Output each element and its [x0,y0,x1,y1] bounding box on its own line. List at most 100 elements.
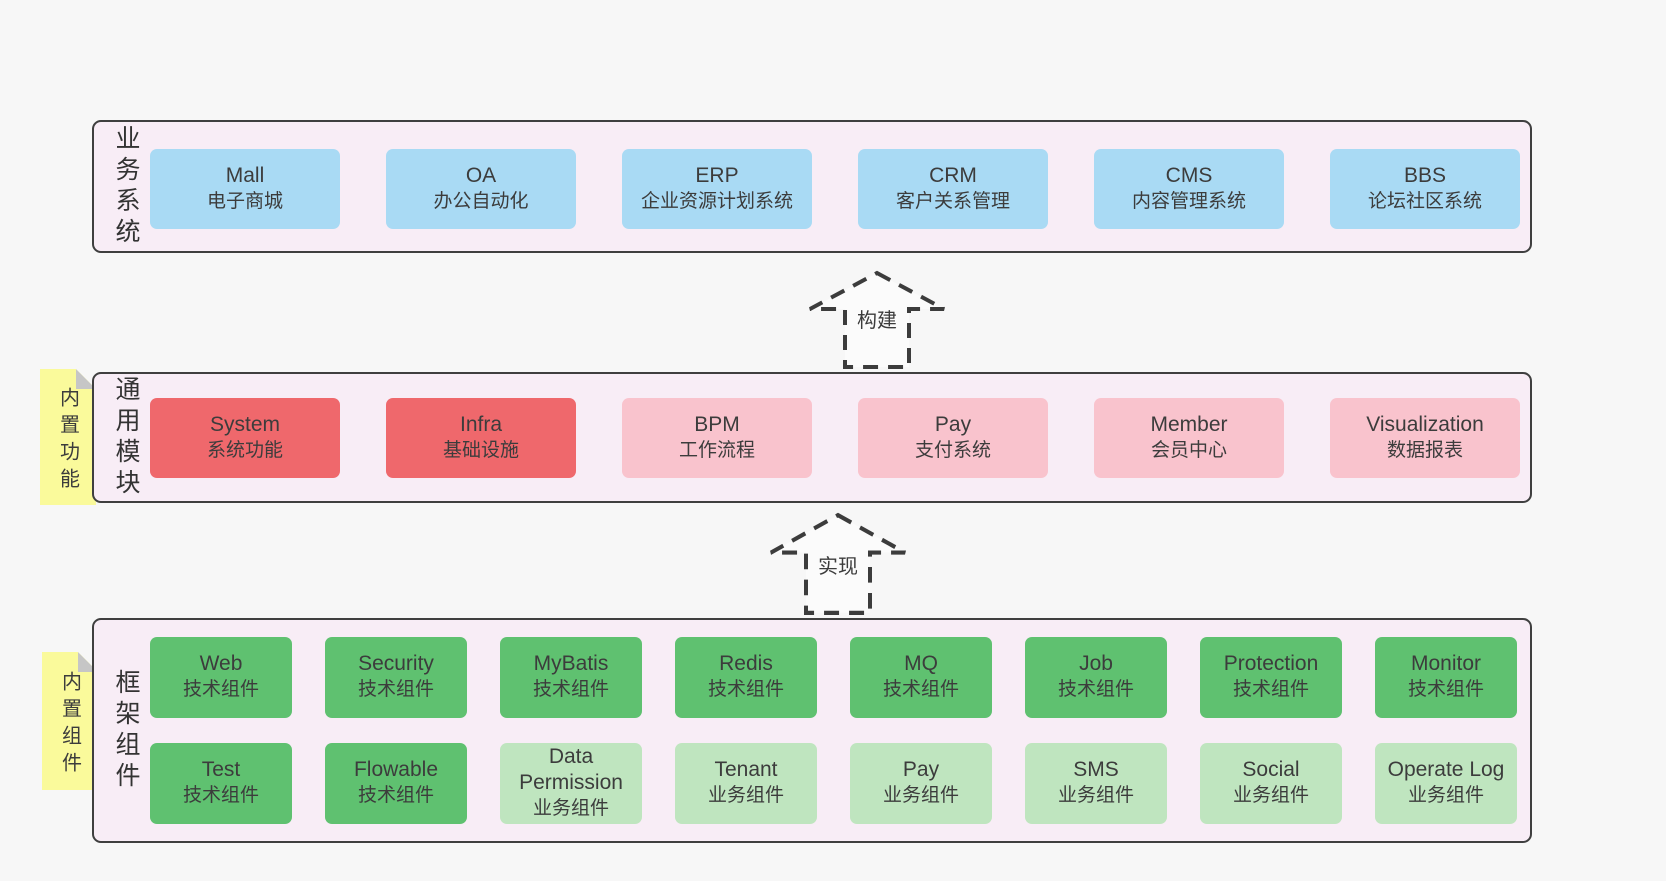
framework-box-row-2: Test 技术组件 Flowable 技术组件 Data Permission … [150,743,1517,824]
business-box-row: Mall 电子商城 OA 办公自动化 ERP 企业资源计划系统 CRM 客户关系… [150,149,1520,229]
box-title: Data Permission [519,744,623,795]
box-visualization: Visualization 数据报表 [1330,398,1520,478]
box-title: Mall [225,163,265,187]
box-mybatis: MyBatis 技术组件 [500,637,642,718]
box-subtitle: 业务组件 [882,785,959,807]
box-subtitle: 技术组件 [182,785,259,807]
box-title: Test [201,758,241,782]
box-subtitle: 支付系统 [914,439,991,461]
box-title: MQ [904,652,938,676]
box-title: Monitor [1410,652,1482,676]
box-subtitle: 技术组件 [707,679,784,701]
box-mq: MQ 技术组件 [850,637,992,718]
box-cms: CMS 内容管理系统 [1094,149,1284,229]
box-subtitle: 内容管理系统 [1131,190,1246,212]
box-job: Job 技术组件 [1025,637,1167,718]
box-subtitle: 技术组件 [1232,679,1309,701]
box-subtitle: 客户关系管理 [895,190,1010,212]
box-title: Job [1079,652,1113,676]
box-subtitle: 电子商城 [206,190,283,212]
arrow-implement: 实现 [768,512,908,616]
box-title: OA [465,163,497,187]
box-data-permission: Data Permission 业务组件 [500,743,642,824]
box-title: Member [1150,412,1228,436]
box-erp: ERP 企业资源计划系统 [622,149,812,229]
arrow-build-label: 构建 [854,304,900,333]
box-subtitle: 论坛社区系统 [1367,190,1482,212]
box-title: Redis [719,652,773,676]
box-subtitle: 技术组件 [1057,679,1134,701]
box-subtitle: 会员中心 [1150,439,1227,461]
box-bbs: BBS 论坛社区系统 [1330,149,1520,229]
box-subtitle: 业务组件 [1057,785,1134,807]
box-subtitle: 业务组件 [532,798,609,820]
sticky-note-label: 内置功能 [56,387,79,496]
sticky-note-builtin-features: 内置功能 [40,369,96,505]
box-test: Test 技术组件 [150,743,292,824]
box-subtitle: 业务组件 [1407,785,1484,807]
box-title: Tenant [714,758,778,782]
box-redis: Redis 技术组件 [675,637,817,718]
band-label: 业务系统 [112,124,140,249]
box-subtitle: 办公自动化 [433,190,529,212]
box-tenant: Tenant 业务组件 [675,743,817,824]
box-operate-log: Operate Log 业务组件 [1375,743,1517,824]
band-common-modules: 通用模块 System 系统功能 Infra 基础设施 BPM 工作流程 Pay… [92,372,1532,503]
box-subtitle: 工作流程 [678,439,755,461]
box-bpm: BPM 工作流程 [622,398,812,478]
box-sms: SMS 业务组件 [1025,743,1167,824]
box-subtitle: 系统功能 [206,439,283,461]
band-label: 通用模块 [112,375,140,500]
box-pay-business: Pay 业务组件 [850,743,992,824]
box-title: Web [199,652,243,676]
sticky-note-label: 内置组件 [58,671,81,780]
box-subtitle: 业务组件 [1232,785,1309,807]
box-title: Pay [934,412,972,436]
box-system: System 系统功能 [150,398,340,478]
band-framework-components: 框架组件 Web 技术组件 Security 技术组件 MyBatis 技术组件… [92,618,1532,843]
box-title: SMS [1073,758,1119,782]
box-subtitle: 技术组件 [1407,679,1484,701]
box-title: Infra [459,412,503,436]
box-subtitle: 技术组件 [882,679,959,701]
box-title: Protection [1223,652,1319,676]
band-label: 框架组件 [112,668,140,793]
box-subtitle: 技术组件 [357,785,434,807]
arrow-build: 构建 [807,270,947,370]
box-subtitle: 技术组件 [532,679,609,701]
box-protection: Protection 技术组件 [1200,637,1342,718]
box-title: MyBatis [533,652,609,676]
box-title: BPM [694,412,740,436]
box-title: Security [358,652,434,676]
box-pay: Pay 支付系统 [858,398,1048,478]
box-title: CRM [929,163,977,187]
box-title: Operate Log [1387,758,1505,782]
sticky-note-builtin-components: 内置组件 [42,652,98,790]
box-social: Social 业务组件 [1200,743,1342,824]
box-title: Visualization [1366,412,1484,436]
box-title: BBS [1403,163,1447,187]
box-flowable: Flowable 技术组件 [325,743,467,824]
box-title: Social [1242,758,1300,782]
box-title: System [209,412,280,436]
box-monitor: Monitor 技术组件 [1375,637,1517,718]
box-member: Member 会员中心 [1094,398,1284,478]
box-crm: CRM 客户关系管理 [858,149,1048,229]
box-subtitle: 企业资源计划系统 [640,190,793,212]
folded-corner-icon [76,369,96,389]
box-infra: Infra 基础设施 [386,398,576,478]
box-subtitle: 数据报表 [1386,439,1463,461]
modules-box-row: System 系统功能 Infra 基础设施 BPM 工作流程 Pay 支付系统… [150,398,1520,478]
box-security: Security 技术组件 [325,637,467,718]
box-subtitle: 技术组件 [182,679,259,701]
box-mall: Mall 电子商城 [150,149,340,229]
framework-box-row-1: Web 技术组件 Security 技术组件 MyBatis 技术组件 Redi… [150,637,1517,718]
box-title: ERP [695,163,739,187]
box-web: Web 技术组件 [150,637,292,718]
band-business-systems: 业务系统 Mall 电子商城 OA 办公自动化 ERP 企业资源计划系统 CRM… [92,120,1532,253]
box-subtitle: 技术组件 [357,679,434,701]
box-title: Pay [902,758,940,782]
box-subtitle: 基础设施 [442,439,519,461]
arrow-implement-label: 实现 [815,550,861,579]
box-subtitle: 业务组件 [707,785,784,807]
